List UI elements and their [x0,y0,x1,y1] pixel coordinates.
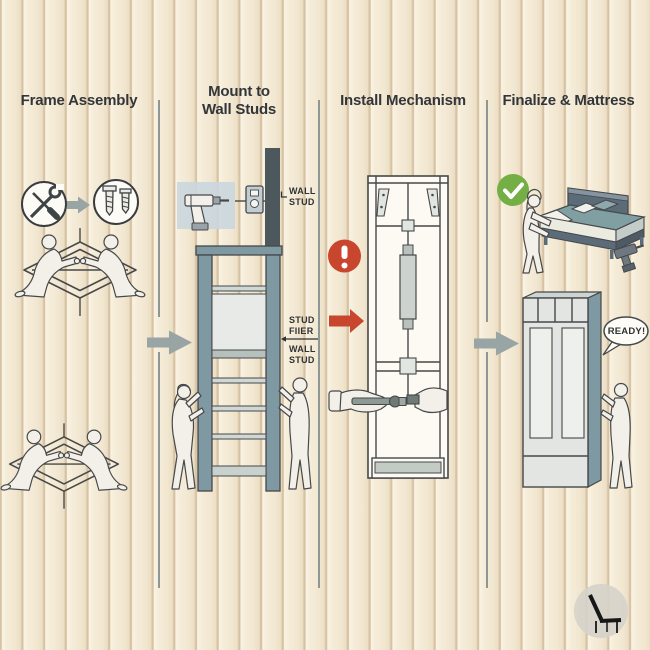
tools-icon-glyph [29,184,64,220]
screws-icon-glyph [102,185,132,217]
logo-circle [574,584,628,638]
frame-assembly-scene-bottom [0,423,127,508]
drill-icon [184,194,229,231]
left-bracket [376,188,390,217]
column-divider-2 [318,100,320,588]
cabinet-door-panel-left [529,327,553,439]
bolt [398,397,407,406]
column-divider-1-bottom [158,352,160,588]
mechanism-frame [367,175,449,479]
stud-finder-label: STUD FIIER [289,315,315,336]
wall-stud-graphic [265,148,280,249]
step2-man [278,377,312,490]
wall-stud-label-top: WALL STUD [289,186,316,207]
ready-bubble-text: READY! [607,326,646,337]
stud-finder-icon [245,185,264,214]
step2-woman [171,383,205,490]
stud-finder-callout [281,336,318,342]
pillow-teal [590,199,620,211]
speech-bubble [602,316,649,356]
success-check-icon [497,174,529,206]
drill-on-floor [613,243,645,273]
cabinet-door-panel-right [561,327,585,439]
right-bracket [426,188,440,217]
warning-icon [328,239,361,273]
step1-scene [0,179,146,509]
wrench-head [406,394,420,405]
column-divider-1-top [158,100,160,317]
frame-assembly-scene-top [15,228,146,316]
right-hand [414,387,448,414]
bed-scene [537,187,647,259]
closed-cabinet [522,291,602,489]
hands-with-tools [328,387,448,414]
step3-scene [328,175,449,479]
lounge-chair-logo-icon [588,594,622,633]
step4-title: Finalize & Mattress [502,92,635,109]
red-arrow [329,309,364,333]
flow-arrow-1 [147,330,192,355]
step4-scene [497,174,649,489]
cabinet-side [587,291,602,489]
wall-stud-label-bottom: WALL STUD [289,344,316,365]
step3-title: Install Mechanism [340,92,466,109]
flow-arrow-2 [474,331,519,356]
man-at-cabinet [600,382,633,489]
gas-piston [399,244,417,330]
mounting-frame [195,245,283,492]
step1-title: Frame Assembly [20,92,138,109]
column-divider-3-top [486,100,488,322]
mini-arrow-icon [67,196,90,214]
brand-logo [574,584,628,638]
woman-making-bed [522,188,552,274]
step2-title: Mount to Wall Studs [201,83,277,118]
wall-stud-pointer [280,191,287,198]
ratchet-handle [351,397,393,406]
column-divider-3-bottom [486,352,488,588]
step2-scene [171,148,318,492]
